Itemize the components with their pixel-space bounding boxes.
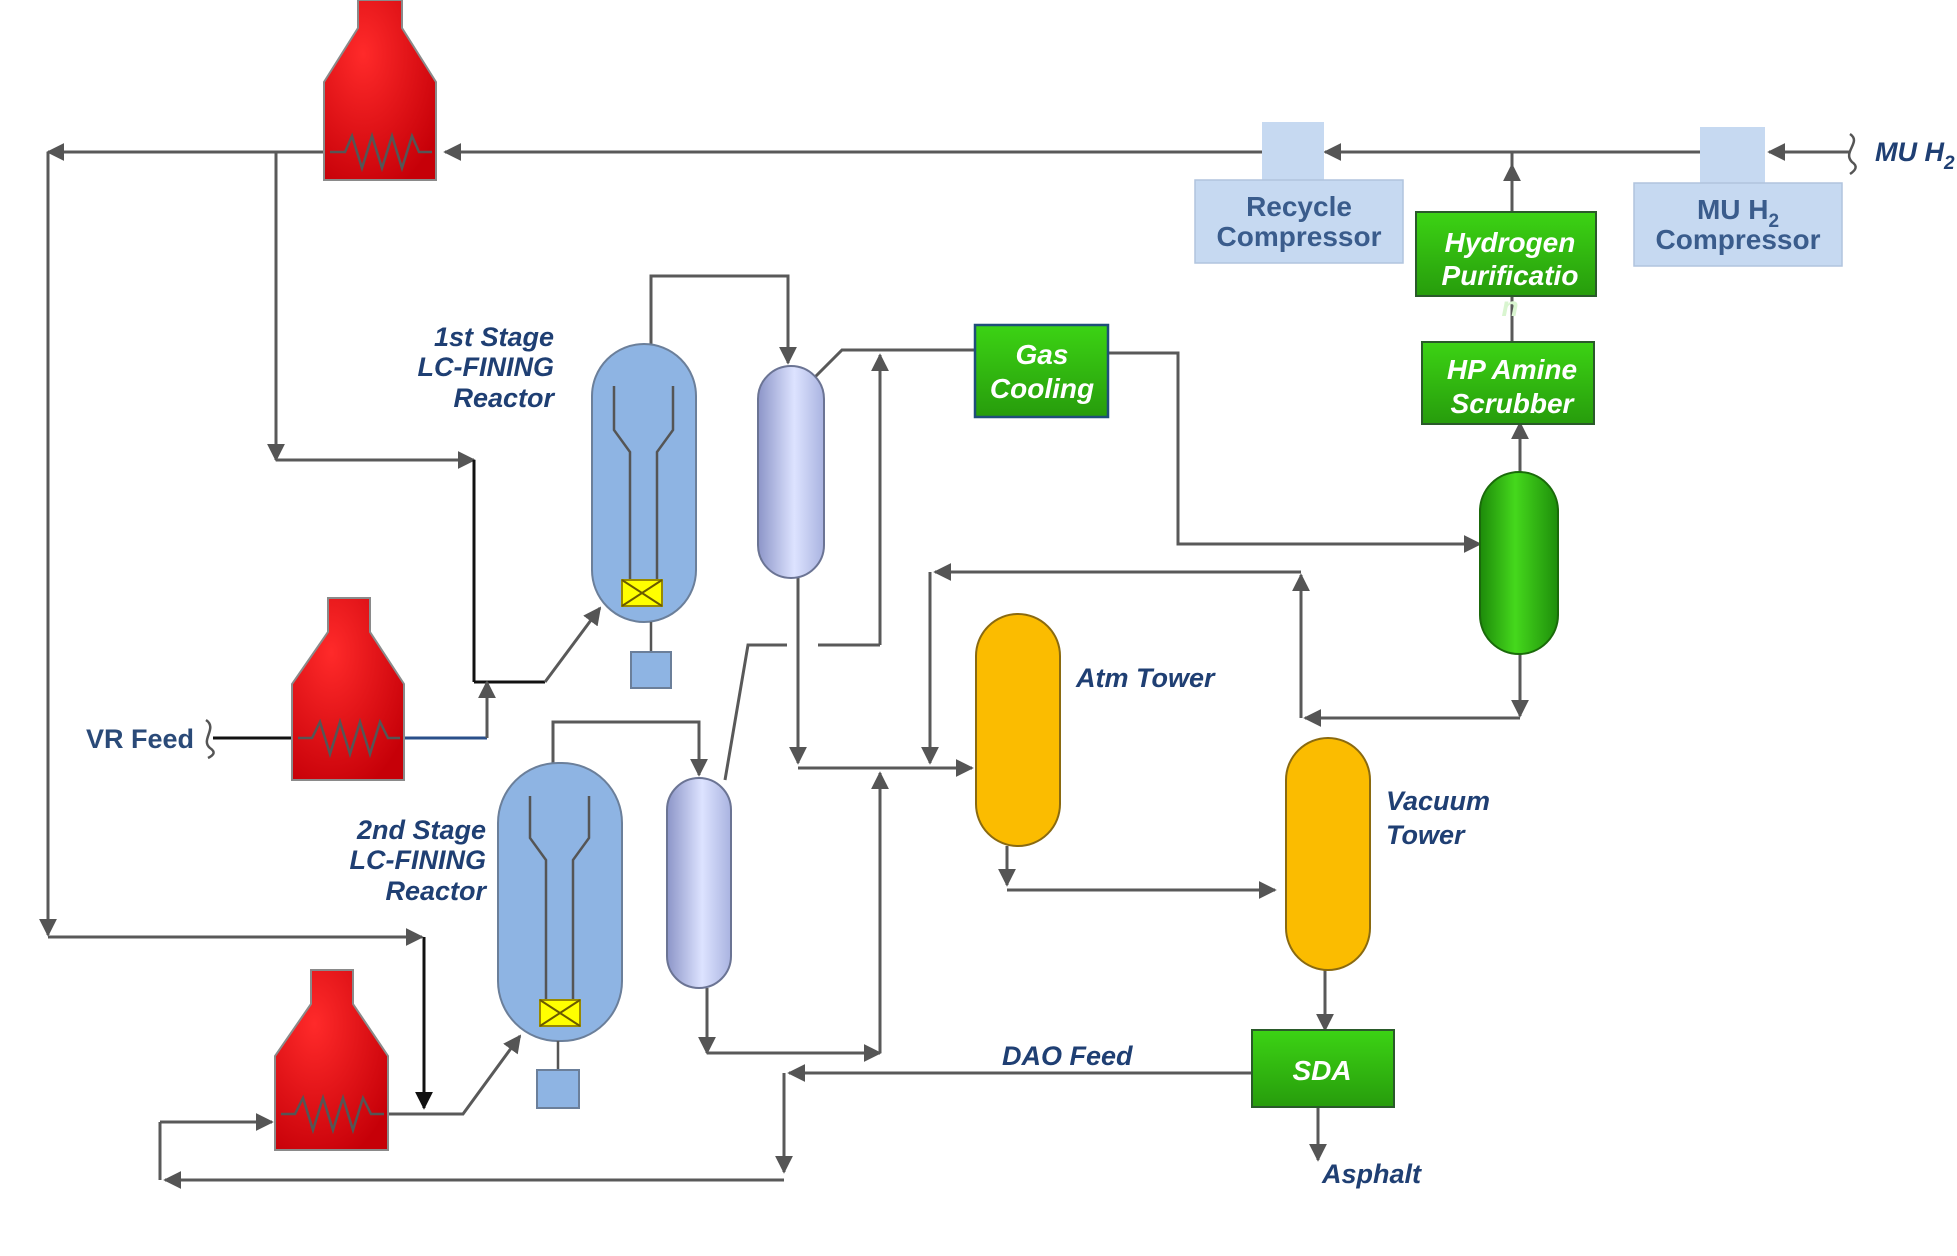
hp-amine-scrubber-box: [1421, 341, 1595, 425]
hydrogen-purification-label-1: Hydrogen: [1445, 227, 1576, 258]
heater-top: [323, 0, 437, 181]
separator-1: [757, 365, 825, 579]
vacuum-tower: [1285, 737, 1371, 971]
mu-compressor-label-1: MU H2: [1697, 194, 1779, 232]
hp-amine-label-2: Scrubber: [1451, 388, 1576, 419]
asphalt-label: Asphalt: [1321, 1159, 1422, 1189]
vr-feed-squiggle: [205, 718, 215, 760]
separator-2: [666, 777, 732, 989]
mu-compressor-label-2: Compressor: [1656, 224, 1821, 255]
dao-feed-label: DAO Feed: [1002, 1041, 1133, 1071]
mu-h2-compressor: [1633, 127, 1843, 267]
hydrogen-purification-label-2: Purificatio: [1442, 260, 1579, 291]
reactor-1st-stage: [591, 343, 697, 689]
vacuum-tower-label-2: Tower: [1386, 820, 1466, 850]
sda-box: [1251, 1029, 1395, 1108]
stage1-label-1: 1st Stage: [434, 322, 554, 352]
heater-2nd-stage: [274, 969, 389, 1151]
hp-separator-vessel: [1479, 471, 1559, 655]
atm-tower-label: Atm Tower: [1075, 663, 1216, 693]
hydrogen-purification-box: [1415, 211, 1597, 297]
stage2-label-2: LC-FINING: [350, 845, 486, 875]
mu-h2-feed-squiggle: [1847, 132, 1857, 176]
hp-amine-label-1: HP Amine: [1447, 354, 1577, 385]
vacuum-tower-label-1: Vacuum: [1386, 786, 1490, 816]
gas-cooling-label-2: Cooling: [990, 373, 1094, 404]
reactor-2nd-stage: [497, 762, 623, 1109]
recycle-compressor-label-1: Recycle: [1246, 191, 1352, 222]
recycle-compressor: [1194, 122, 1404, 264]
gas-cooling-box: [973, 323, 1110, 419]
mu-h2-feed-label: MU H2: [1875, 137, 1955, 174]
stage1-label-3: Reactor: [453, 383, 555, 413]
stage2-label-1: 2nd Stage: [356, 815, 486, 845]
heater-vr-feed: [291, 597, 405, 781]
piping: [39, 143, 1850, 1189]
sda-label: SDA: [1292, 1055, 1351, 1086]
recycle-compressor-label-2: Compressor: [1217, 221, 1382, 252]
stage2-label-3: Reactor: [385, 876, 487, 906]
vr-feed-label: VR Feed: [86, 724, 194, 754]
hydrogen-purification-label-3: n: [1501, 291, 1518, 322]
gas-cooling-label-1: Gas: [1016, 339, 1069, 370]
stage1-label-2: LC-FINING: [418, 352, 554, 382]
atm-tower: [975, 613, 1061, 847]
